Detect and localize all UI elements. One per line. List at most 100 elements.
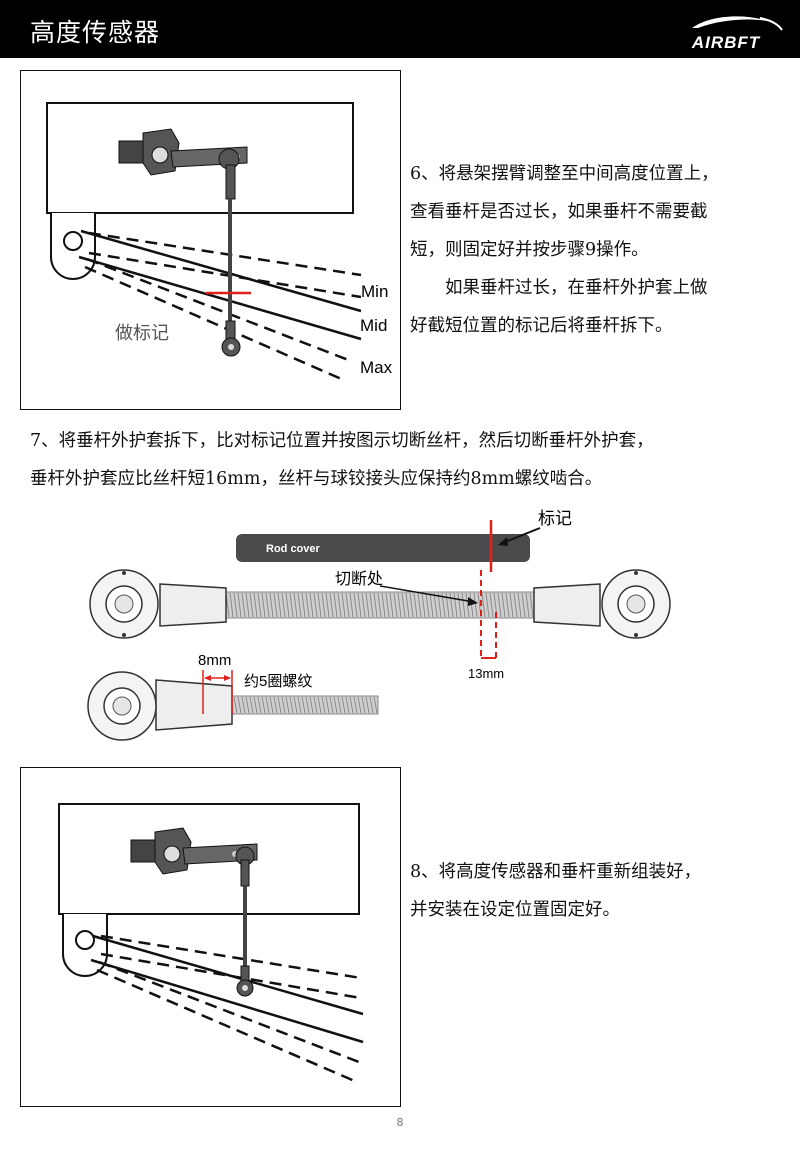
rod-cover [236,534,530,562]
thread-line [513,592,518,618]
label-rod-cover: Rod cover [266,543,321,555]
thread-line [257,592,262,618]
thread-line [361,592,366,618]
thread-line [341,592,346,618]
label-mid: Mid [360,316,387,335]
thread-line [321,696,326,714]
thread-line [293,592,298,618]
thread-line [265,696,270,714]
thread-line [325,696,330,714]
thread-line [329,592,334,618]
thread-line [261,592,266,618]
reassembled-diagram [58,803,364,1084]
thread-line [309,592,314,618]
thread-line [365,592,370,618]
thread-line [485,592,490,618]
thread-line [353,592,358,618]
thread-line [333,696,338,714]
thread-line [233,696,238,714]
step6-line: 如果垂杆过长，在垂杆外护套上做 [445,278,708,298]
thread-line [377,592,382,618]
thread-line [341,696,346,714]
thread-line [449,592,454,618]
thread-line [277,696,282,714]
thread-line [529,592,534,618]
suspension-diagram: Min Mid Max 做标记 [46,102,393,383]
label-make-mark: 做标记 [115,323,169,343]
thread-line [253,696,258,714]
thread-line [501,592,506,618]
thread-line [469,592,474,618]
thread-line [521,592,526,618]
thread-line [289,696,294,714]
page-header: 高度传感器 AIRBFT [0,0,800,58]
figure-suspension-mark: Min Mid Max 做标记 [20,70,401,410]
figure-rod-cutting: Rod cover 标记 13mm 切断处 8mm 约5圈螺纹 [87,509,671,741]
thread-line [421,592,426,618]
thread-line [237,696,242,714]
thread-line [285,592,290,618]
thread-line [329,696,334,714]
thread-line [369,592,374,618]
thread-line [349,592,354,618]
thread-line [393,592,398,618]
thread-line [505,592,510,618]
thread-line [389,592,394,618]
step7-line: 7、将垂杆外护套拆下，比对标记位置并按图示切断丝杆，然后切断垂杆外护套， [30,431,654,451]
thread-line [337,696,342,714]
step6-line: 查看垂杆是否过长，如果垂杆不需要截 [410,202,708,222]
thread-line [237,592,242,618]
thread-line [357,592,362,618]
thread-line [317,592,322,618]
thread-line [349,696,354,714]
label-13mm: 13mm [468,666,504,681]
thread-line [233,592,238,618]
thread-line [333,592,338,618]
thread-line [373,696,378,714]
page-title: 高度传感器 [30,18,161,47]
thread-line [357,696,362,714]
thread-line [461,592,466,618]
thread-line [525,592,530,618]
thread-line [249,592,254,618]
thread-line [409,592,414,618]
thread-line [413,592,418,618]
step7-line: 垂杆外护套应比丝杆短16mm，丝杆与球铰接头应保持约8mm螺纹啮合。 [30,469,603,489]
thread-line [293,696,298,714]
label-mark: 标记 [538,509,572,528]
thread-line [317,696,322,714]
thread-line [257,696,262,714]
thread-line [481,592,486,618]
page-number: 8 [396,1116,404,1129]
thread-line [489,592,494,618]
thread-line [385,592,390,618]
logo-text: AIRBFT [691,33,761,52]
thread-line [277,592,282,618]
thread-line [325,592,330,618]
thread-line [313,696,318,714]
thread-line [397,592,402,618]
thread-line [261,696,266,714]
label-max: Max [360,358,393,377]
thread-line [285,696,290,714]
thread-line [269,696,274,714]
thread-line [269,592,274,618]
step6-text: 6、将悬架摆臂调整至中间高度位置上， 查看垂杆是否过长，如果垂杆不需要截 短，则… [410,155,790,345]
step8-line: 8、将高度传感器和垂杆重新组装好， [410,862,702,882]
thread-line [245,592,250,618]
thread-line [253,592,258,618]
thread-line [369,696,374,714]
label-cut-point: 切断处 [335,570,383,588]
thread-line [473,592,478,618]
thread-line [301,592,306,618]
rod-threads [225,592,534,618]
thread-line [305,696,310,714]
thread-line [497,592,502,618]
thread-line [425,592,430,618]
step8-text: 8、将高度传感器和垂杆重新组装好， 并安装在设定位置固定好。 [410,853,790,929]
step6-line: 6、将悬架摆臂调整至中间高度位置上， [410,164,719,184]
thread-line [245,696,250,714]
thread-line [289,592,294,618]
label-8mm: 8mm [198,652,231,669]
thread-line [301,696,306,714]
